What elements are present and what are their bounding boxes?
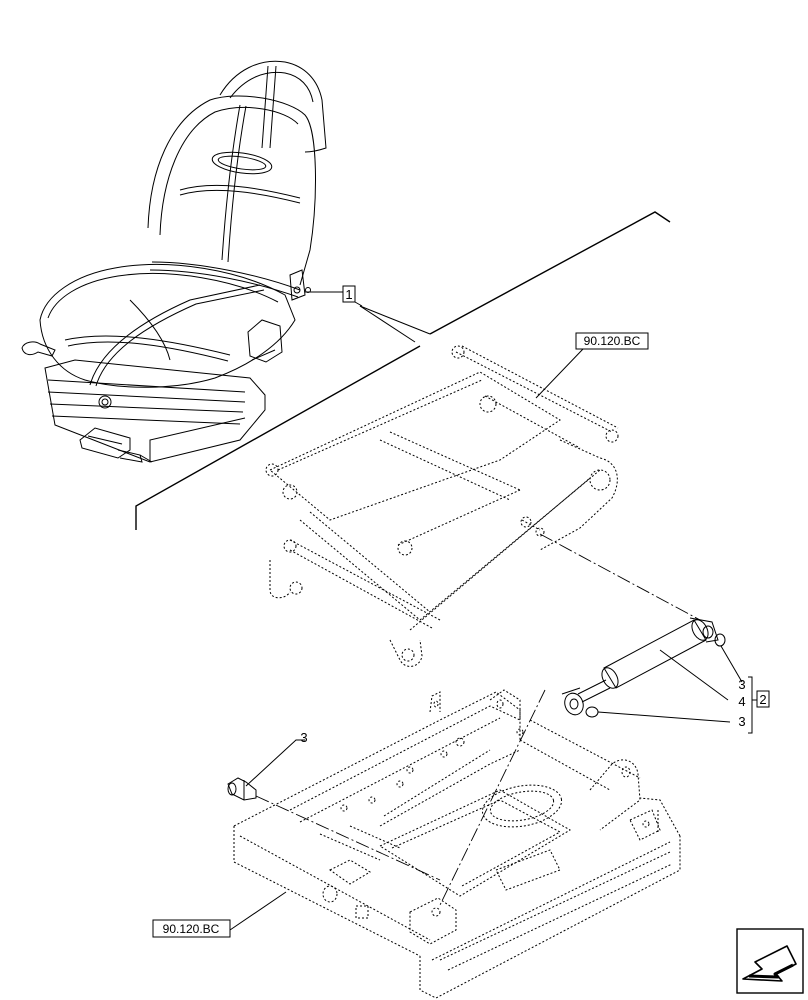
o-ring-top	[714, 633, 726, 647]
callout-box-1	[342, 285, 356, 303]
damper-cylinder	[561, 617, 726, 718]
callout-3-pin: 3	[300, 730, 307, 745]
arrow-bottom-left-icon[interactable]	[736, 928, 804, 994]
pin	[227, 777, 257, 801]
callout-2: 2	[759, 692, 766, 707]
callout-4: 4	[738, 694, 745, 709]
callout-3-bottom: 3	[738, 714, 745, 729]
ref-box-upper	[575, 332, 649, 350]
base-frame	[233, 689, 681, 999]
seat-assembly	[21, 60, 327, 463]
callout-3-top: 3	[738, 677, 745, 692]
reference-upper: 90.120.BC	[584, 334, 641, 348]
scissor-mechanism	[265, 345, 619, 667]
callout-1: 1	[345, 287, 352, 302]
ref-box-lower	[152, 919, 231, 938]
o-ring-bottom	[585, 706, 599, 718]
reference-lower: 90.120.BC	[163, 922, 220, 936]
callout-box-2	[756, 690, 770, 708]
